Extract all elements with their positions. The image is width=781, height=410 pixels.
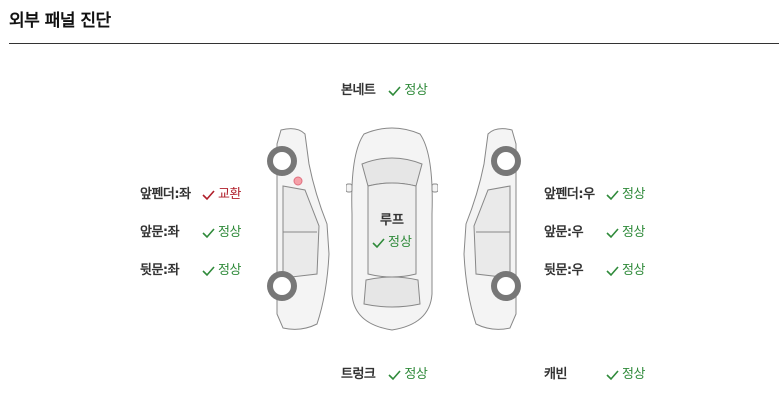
section-title: 외부 패널 진단	[9, 11, 111, 31]
part-rear-door-left: 뒷문:좌 정상	[140, 262, 241, 280]
part-status: 정상	[606, 186, 645, 204]
damage-marker	[293, 176, 303, 186]
check-icon	[606, 369, 619, 380]
status-label: 정상	[622, 367, 645, 382]
part-name: 캐빈	[544, 367, 567, 382]
check-icon	[202, 265, 215, 276]
title-divider	[9, 43, 779, 44]
part-name: 트렁크	[341, 367, 376, 382]
part-status: 정상	[606, 224, 645, 242]
part-name: 앞펜더:우	[544, 187, 595, 202]
part-status: 정상	[202, 224, 241, 242]
part-roof: 루프 정상	[366, 212, 418, 252]
part-bonnet: 본네트 정상	[341, 82, 428, 100]
part-front-door-right: 앞문:우 정상	[544, 224, 645, 242]
status-label: 정상	[388, 235, 412, 250]
part-rear-door-right: 뒷문:우 정상	[544, 262, 645, 280]
status-label: 정상	[622, 263, 645, 278]
part-name: 뒷문:좌	[140, 263, 180, 278]
status-label: 정상	[404, 83, 428, 98]
part-trunk: 트렁크 정상	[341, 366, 428, 384]
part-status: 정상	[388, 366, 428, 384]
status-label: 정상	[404, 367, 428, 382]
check-icon	[372, 237, 385, 248]
status-label: 정상	[622, 187, 645, 202]
car-right-side-diagram	[463, 128, 521, 330]
check-icon	[606, 189, 619, 200]
status-label: 정상	[218, 263, 241, 278]
part-cabin: 캐빈 정상	[544, 366, 645, 384]
part-status: 정상	[366, 234, 418, 252]
part-name: 루프	[380, 213, 404, 228]
part-status: 교환	[202, 186, 241, 204]
check-icon	[388, 369, 401, 380]
check-icon	[202, 227, 215, 238]
part-name: 뒷문:우	[544, 263, 584, 278]
check-icon	[606, 265, 619, 276]
part-front-door-left: 앞문:좌 정상	[140, 224, 241, 242]
part-status: 정상	[606, 262, 645, 280]
status-label: 교환	[218, 187, 241, 202]
part-name: 본네트	[341, 83, 376, 98]
part-name: 앞문:좌	[140, 225, 180, 240]
status-label: 정상	[218, 225, 241, 240]
part-name: 앞문:우	[544, 225, 584, 240]
check-icon	[202, 189, 215, 200]
check-icon	[388, 85, 401, 96]
part-status: 정상	[606, 366, 645, 384]
check-icon	[606, 227, 619, 238]
part-front-fender-right: 앞펜더:우 정상	[544, 186, 645, 204]
status-label: 정상	[622, 225, 645, 240]
part-status: 정상	[202, 262, 241, 280]
part-name: 앞펜더:좌	[140, 187, 191, 202]
car-left-side-diagram	[267, 128, 330, 330]
part-front-fender-left: 앞펜더:좌 교환	[140, 186, 241, 204]
car-top-diagram	[346, 127, 438, 331]
part-status: 정상	[388, 82, 428, 100]
